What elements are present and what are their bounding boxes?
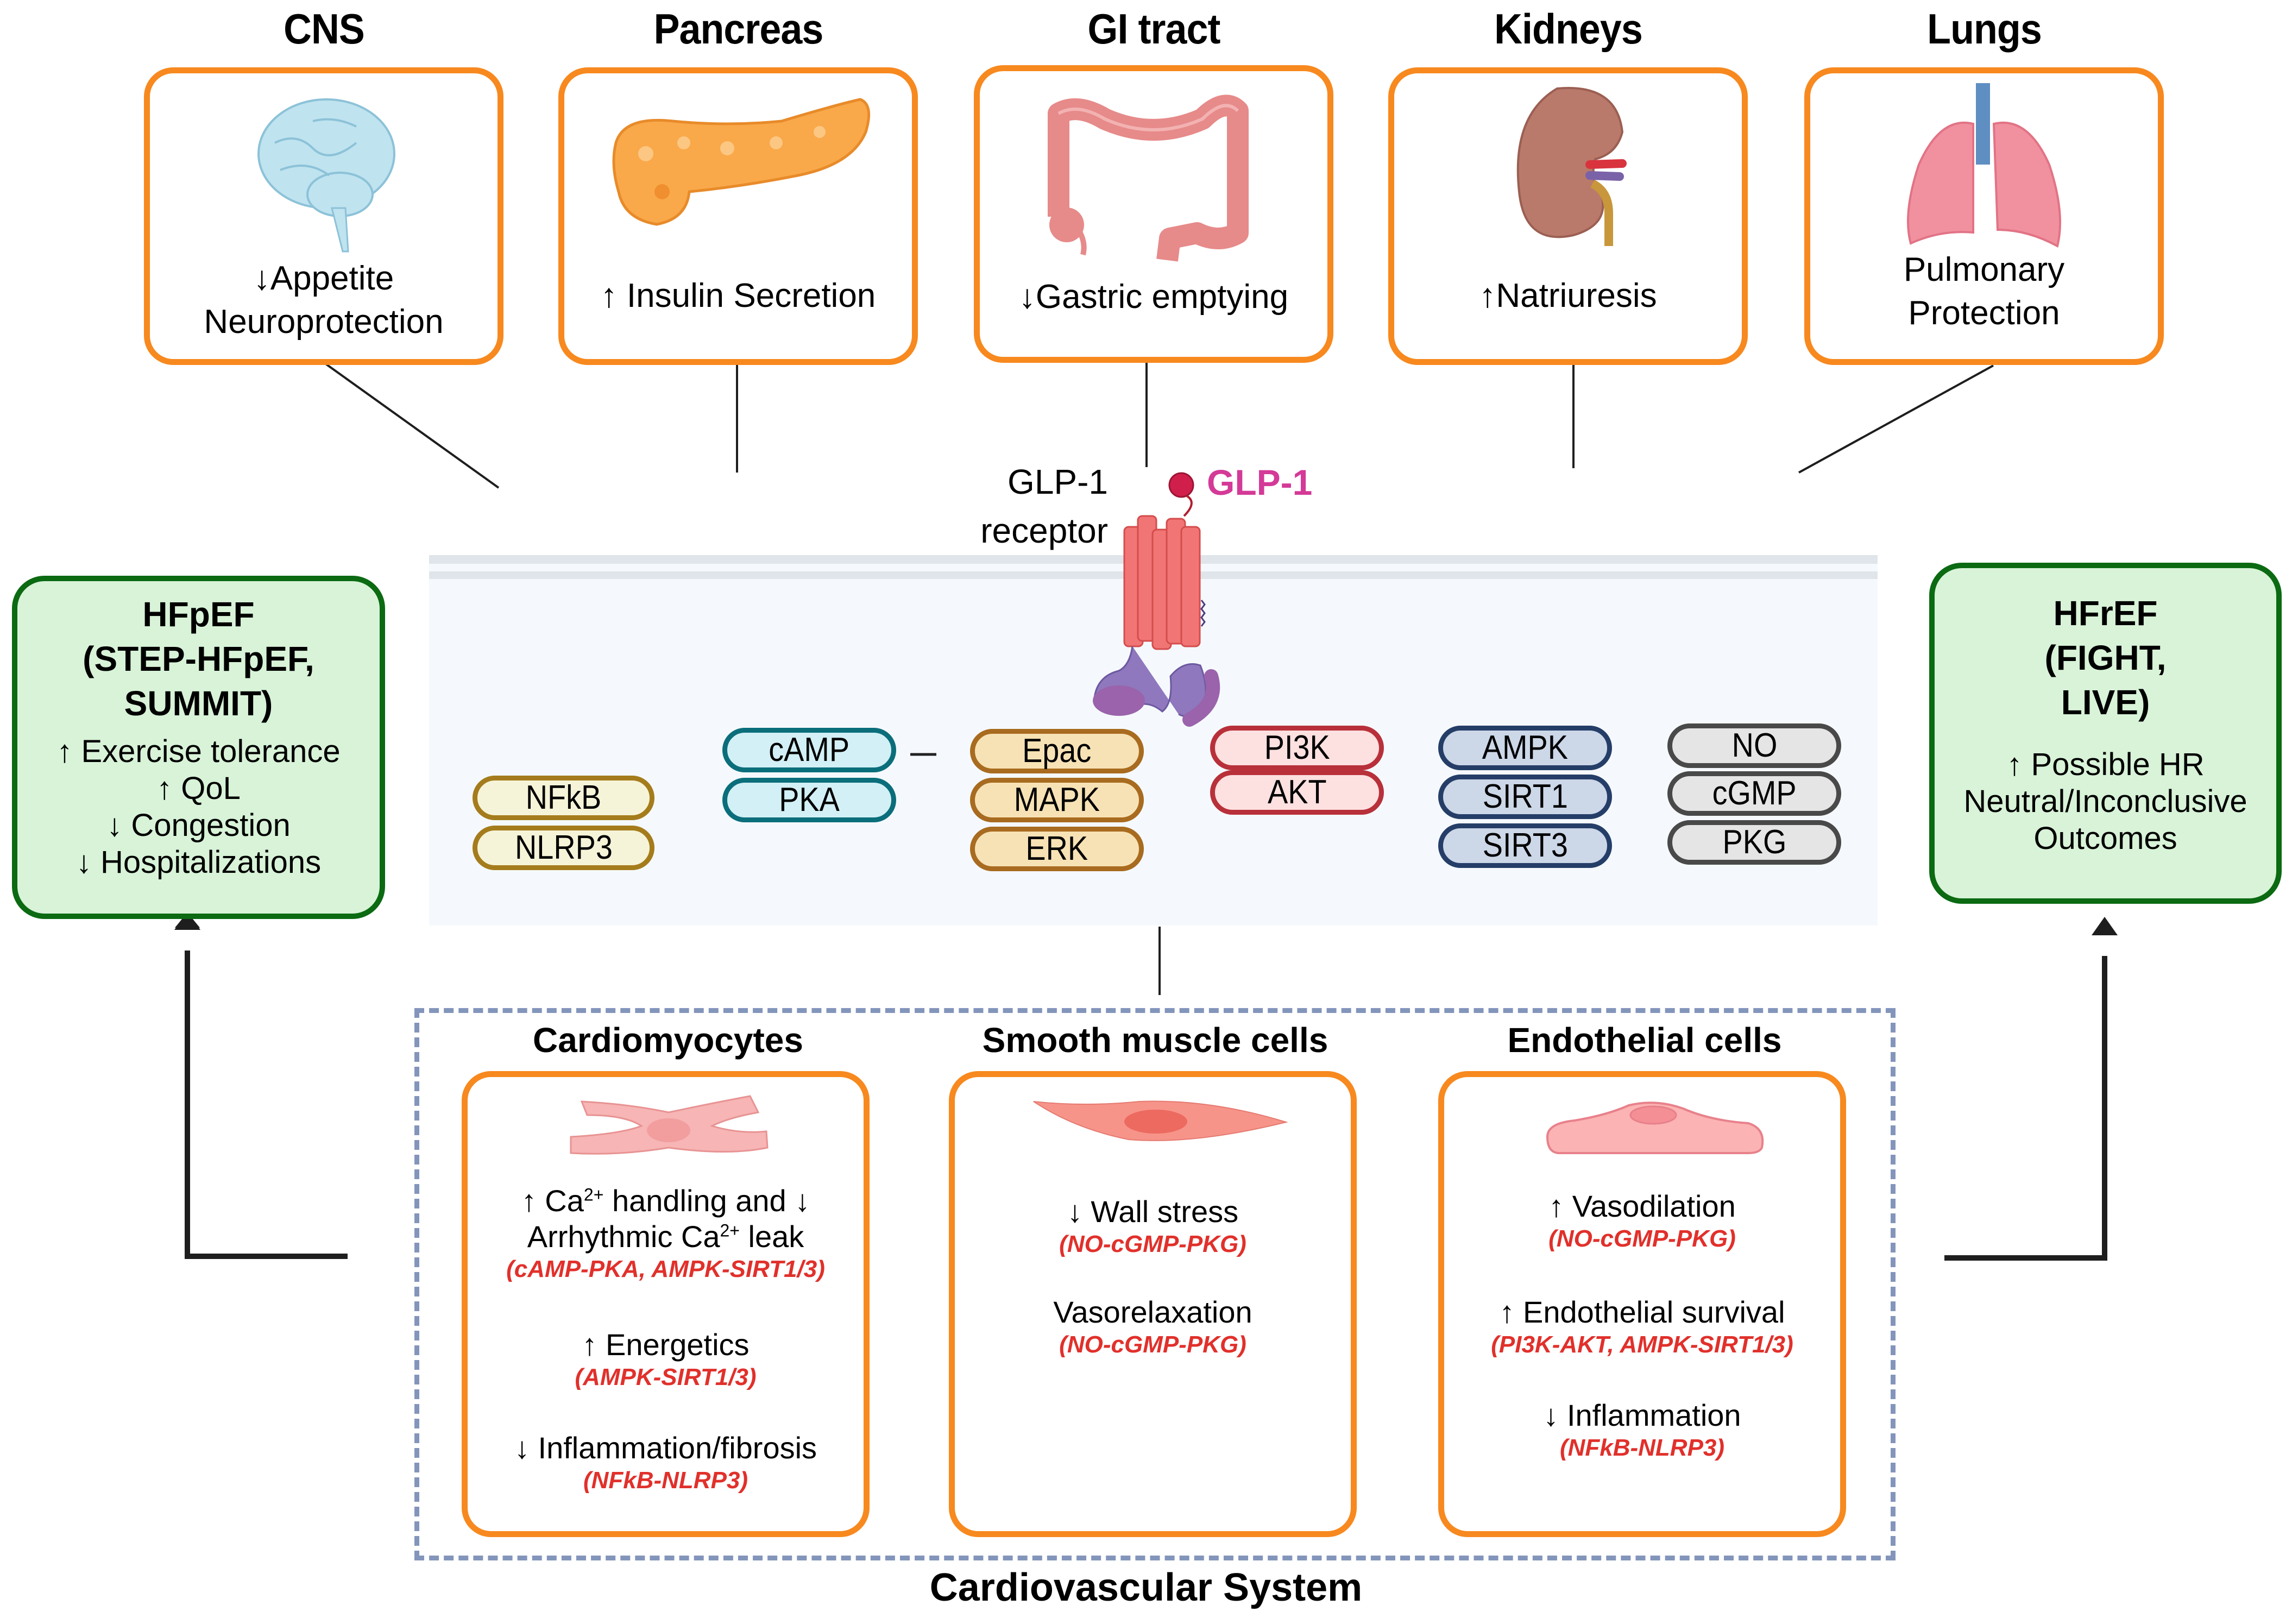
pill-nlrp3: NLRP3 (473, 826, 654, 870)
hfref-title: HFrEF (2053, 594, 2158, 633)
organ-title-kidneys: Kidneys (1494, 5, 1643, 53)
organ-title-pancreas: Pancreas (653, 5, 824, 53)
pill-pkg: PKG (1667, 820, 1841, 865)
hfpef-effect: ↓ Hospitalizations (75, 845, 322, 880)
organ-effect: ↓Gastric emptying (1018, 278, 1289, 316)
hfref-trials: LIVE) (2061, 683, 2150, 722)
pathway-label: (cAMP-PKA, AMPK-SIRT1/3) (506, 1256, 825, 1282)
pill-pka: PKA (722, 778, 896, 822)
pill-camp: cAMP (722, 728, 896, 772)
hfref-trials: (FIGHT, (2044, 638, 2167, 677)
hfpef-title: HFpEF (142, 595, 255, 634)
hfref-box: HFrEF (FIGHT, LIVE) ↑ Possible HR Neutra… (1929, 563, 2282, 904)
hfref-arrowhead (2092, 917, 2118, 935)
pathway-label: (NO-cGMP-PKG) (1059, 1331, 1246, 1358)
effect-energetics: ↑ Energetics (AMPK-SIRT1/3) (468, 1327, 864, 1392)
effect-calcium-handling: ↑ Ca2+ handling and ↓ Arrhythmic Ca2+ le… (468, 1183, 864, 1284)
cell-box-smooth-muscle: ↓ Wall stress (NO-cGMP-PKG) Vasorelaxati… (949, 1071, 1357, 1537)
pathway-label: (PI3K-AKT, AMPK-SIRT1/3) (1491, 1331, 1793, 1358)
organ-effect: Pulmonary (1903, 251, 2065, 288)
glp1-receptor-icon (1093, 472, 1220, 727)
effect-inflammation: ↓ Inflammation (NFkB-NLRP3) (1444, 1398, 1840, 1463)
cell-box-endothelial: ↑ Vasodilation (NO-cGMP-PKG) ↑ Endotheli… (1438, 1071, 1846, 1537)
cell-box-cardiomyocytes: ↑ Ca2+ handling and ↓ Arrhythmic Ca2+ le… (462, 1071, 870, 1537)
organ-title-cns: CNS (284, 5, 365, 53)
endothelial-cell-icon (1546, 1101, 1764, 1154)
pancreas-icon (612, 98, 871, 226)
pill-no: NO (1667, 723, 1841, 768)
hfpef-effect: ↑ Exercise tolerance (56, 734, 341, 769)
hfpef-arrowhead-tip (174, 911, 200, 930)
hfref-effect: Neutral/Inconclusive (1963, 784, 2247, 819)
pill-sirt3: SIRT3 (1438, 823, 1612, 868)
hfpef-effect: ↓ Congestion (106, 808, 291, 843)
brain-icon (257, 98, 395, 253)
pathway-label: (NO-cGMP-PKG) (1059, 1231, 1246, 1257)
organ-effect: ↑Natriuresis (1479, 277, 1657, 314)
organ-box-gi: ↓Gastric emptying (974, 65, 1333, 363)
cell-title-endothelial: Endothelial cells (1507, 1021, 1782, 1060)
lungs-icon (1907, 83, 2061, 248)
organ-box-lungs: Pulmonary Protection (1804, 67, 2164, 365)
hfpef-arrow (185, 951, 348, 1259)
cardiovascular-system-box (414, 1008, 1896, 1560)
smooth-muscle-cell-icon (1033, 1100, 1288, 1141)
organ-box-kidneys: ↑Natriuresis (1388, 67, 1748, 365)
cardiovascular-system-title: Cardiovascular System (929, 1566, 1363, 1609)
pill-nfkb: NFkB (473, 776, 654, 820)
organ-title-lungs: Lungs (1927, 5, 2042, 53)
effect-wall-stress: ↓ Wall stress (NO-cGMP-PKG) (955, 1194, 1351, 1259)
pathway-label: (NFkB-NLRP3) (583, 1467, 748, 1494)
effect-endothelial-survival: ↑ Endothelial survival (PI3K-AKT, AMPK-S… (1444, 1294, 1840, 1359)
effect-inflammation-fibrosis: ↓ Inflammation/fibrosis (NFkB-NLRP3) (468, 1430, 864, 1495)
lungs-connector (1798, 364, 1994, 474)
pathway-label: (NO-cGMP-PKG) (1548, 1225, 1736, 1252)
kidney-icon (1516, 87, 1627, 246)
hfref-arrow (1944, 956, 2107, 1261)
pathway-label: (NFkB-NLRP3) (1559, 1434, 1725, 1461)
organ-effect: Protection (1908, 294, 2060, 332)
cardiomyocyte-icon (570, 1095, 769, 1155)
hfpef-trials: (STEP-HFpEF, (83, 639, 314, 678)
cns-connector (319, 359, 500, 489)
organ-effect: Neuroprotection (204, 303, 444, 341)
hfpef-trials: SUMMIT) (124, 684, 273, 723)
hfpef-effect: ↑ QoL (156, 771, 241, 806)
pill-erk: ERK (970, 827, 1144, 871)
organ-box-pancreas: ↑ Insulin Secretion (558, 67, 918, 365)
organ-effect: ↓Appetite (253, 260, 394, 297)
cell-title-smooth-muscle: Smooth muscle cells (982, 1021, 1328, 1060)
pill-mapk: MAPK (970, 778, 1144, 822)
pill-epac: Epac (970, 729, 1144, 773)
glp1-ligand-label: GLP-1 (1207, 462, 1313, 502)
hfref-effect: Outcomes (2033, 821, 2177, 856)
effect-vasorelaxation: Vasorelaxation (NO-cGMP-PKG) (955, 1294, 1351, 1359)
organ-box-cns: ↓Appetite Neuroprotection (144, 67, 503, 365)
organ-effect: ↑ Insulin Secretion (600, 277, 876, 314)
pathway-label: (AMPK-SIRT1/3) (575, 1364, 757, 1390)
pill-cgmp: cGMP (1667, 771, 1841, 816)
hfref-effect: ↑ Possible HR (2006, 747, 2205, 782)
pill-akt: AKT (1210, 770, 1384, 815)
hfpef-box: HFpEF (STEP-HFpEF, SUMMIT) ↑ Exercise to… (12, 576, 385, 919)
colon-icon (1048, 95, 1249, 262)
pill-pi3k: PI3K (1210, 726, 1384, 770)
cell-title-cardiomyocytes: Cardiomyocytes (533, 1021, 803, 1060)
receptor-label: GLP-1 receptor (980, 462, 1108, 550)
pill-sirt1: SIRT1 (1438, 775, 1612, 819)
effect-vasodilation: ↑ Vasodilation (NO-cGMP-PKG) (1444, 1188, 1840, 1254)
organ-title-gi: GI tract (1087, 5, 1221, 53)
pill-ampk: AMPK (1438, 726, 1612, 770)
